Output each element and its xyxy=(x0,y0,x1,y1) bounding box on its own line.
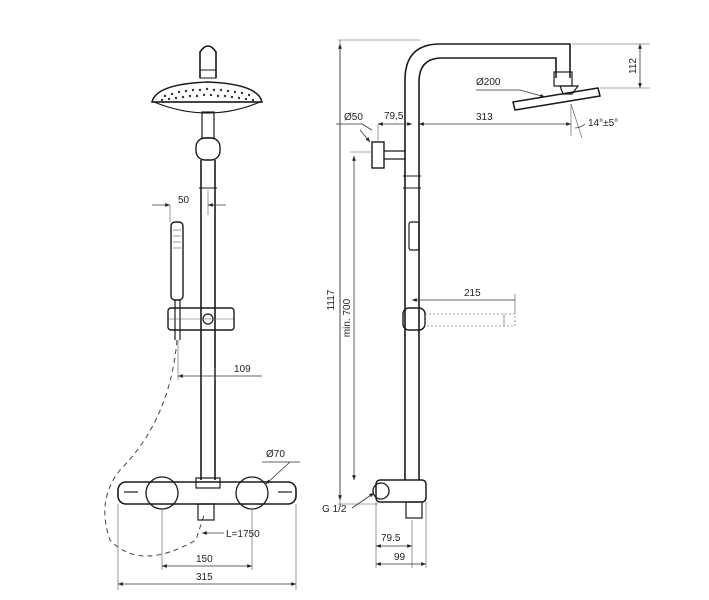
dim-min700-label: min. 700 xyxy=(342,298,353,337)
dim-99-label: 99 xyxy=(394,552,406,563)
dim-313-label: 313 xyxy=(476,112,493,123)
dim-79-5-top-label: 79,5 xyxy=(384,111,404,122)
dim-1117-label: 1117 xyxy=(326,289,337,310)
shower-head xyxy=(151,81,263,114)
dim-315-label: 315 xyxy=(196,572,213,583)
front-view: 50 109 Ø70 L=1750 150 315 xyxy=(104,45,300,590)
dim-112-label: 112 xyxy=(628,58,639,74)
dim-109-label: 109 xyxy=(234,364,251,375)
dim-d50-label: Ø50 xyxy=(344,112,363,123)
side-view: 1117 min. 700 112 Ø200 313 79,5 Ø50 14°±… xyxy=(322,39,650,568)
riser-top xyxy=(199,45,217,78)
wall-bracket xyxy=(371,141,405,169)
side-holder xyxy=(402,307,426,331)
upper-bracket xyxy=(195,137,221,161)
riser-collar xyxy=(199,69,217,79)
dim-215-label: 215 xyxy=(464,288,481,299)
dim-d70-label: Ø70 xyxy=(266,449,285,460)
dim-50-label: 50 xyxy=(178,195,190,206)
hose-length-label: L=1750 xyxy=(226,529,260,540)
hand-shower-outline xyxy=(424,313,516,327)
side-hand-shower xyxy=(408,221,420,251)
side-shower-head xyxy=(512,87,601,111)
thread-label: G 1/2 xyxy=(322,504,347,515)
dim-d200-label: Ø200 xyxy=(476,77,501,88)
side-riser xyxy=(404,43,571,480)
hand-shower xyxy=(170,221,184,340)
dim-79-5-bottom-label: 79.5 xyxy=(381,533,401,544)
hose xyxy=(104,339,205,557)
tilt-angle-label: 14°±5° xyxy=(588,118,618,129)
side-valve-connection xyxy=(372,479,427,519)
dim-150-label: 150 xyxy=(196,554,213,565)
thermostatic-valve xyxy=(117,476,297,521)
